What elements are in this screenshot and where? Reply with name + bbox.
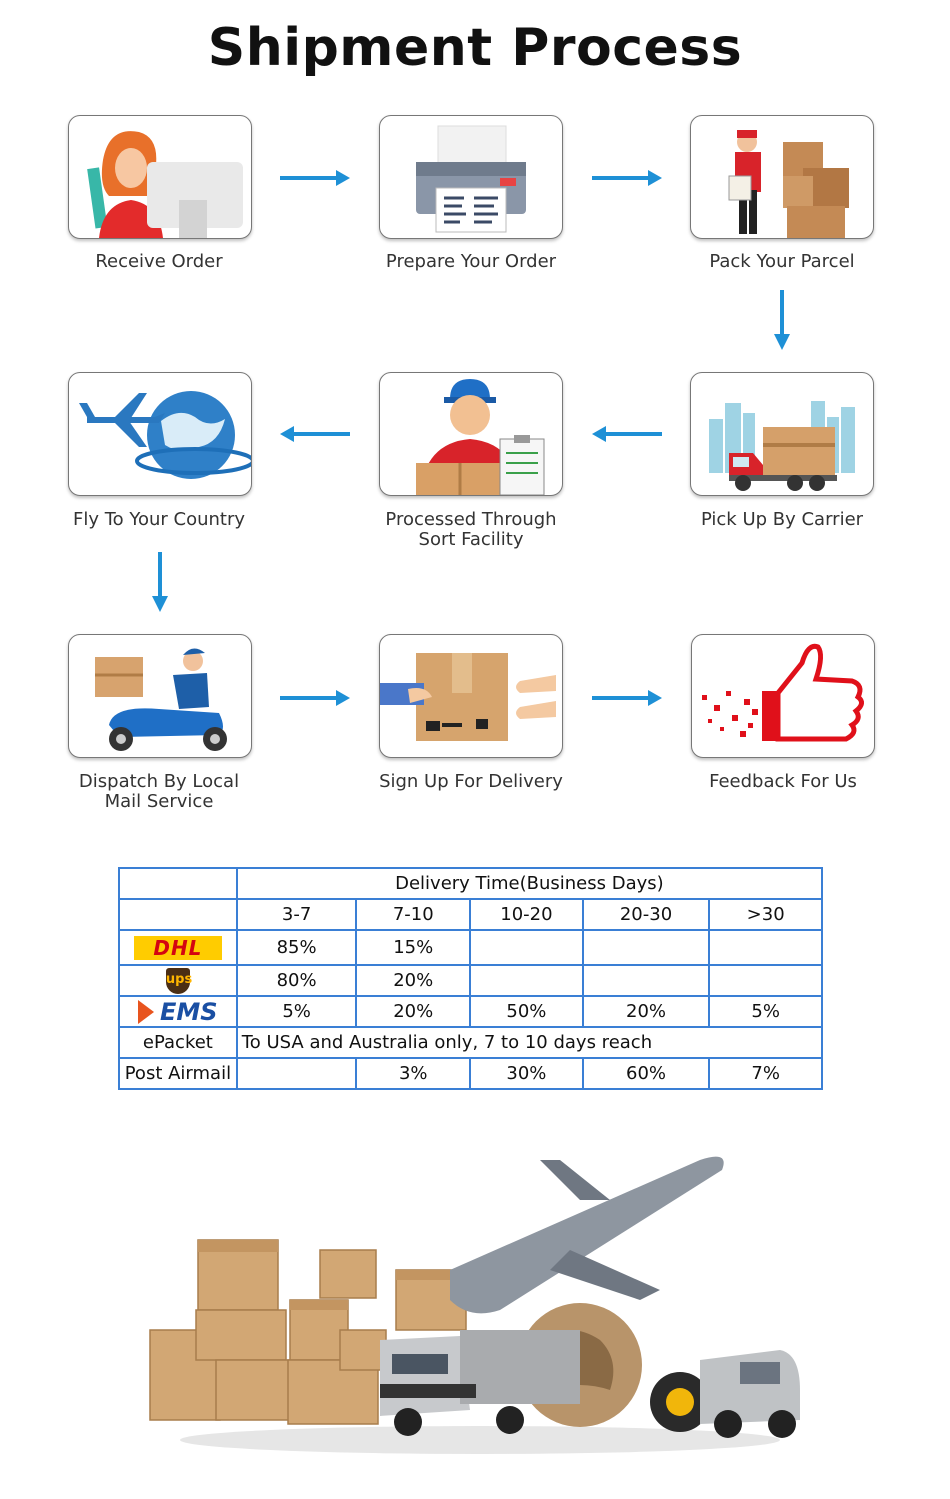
table-row-dhl: DHL 85% 15% xyxy=(118,929,823,966)
dhl-logo-text: DHL xyxy=(134,935,222,960)
table-cell xyxy=(235,1057,358,1090)
table-row-epacket: ePacket To USA and Australia only, 7 to … xyxy=(118,1026,824,1059)
column-header: 3-7 xyxy=(235,898,358,931)
arrow-down-icon xyxy=(774,290,790,350)
arrow-right-icon xyxy=(280,690,350,706)
table-cell: 80% xyxy=(235,964,358,997)
arrow-left-icon xyxy=(592,426,662,442)
ems-arrow-icon xyxy=(138,999,155,1024)
column-header: 7-10 xyxy=(355,898,472,931)
scooter-courier-icon xyxy=(68,634,252,758)
table-row-ups: ups 80% 20% xyxy=(118,964,823,997)
step-label-sort-facility-line1: Processed Through xyxy=(385,509,557,530)
table-header-row: Delivery Time(Business Days) xyxy=(118,867,824,900)
step-label-sort-facility: Processed Through Sort Facility xyxy=(356,510,586,550)
step-label-pack-parcel: Pack Your Parcel xyxy=(709,251,855,272)
table-cell: 15% xyxy=(355,929,472,966)
arrow-right-icon xyxy=(592,690,662,706)
column-header: 10-20 xyxy=(469,898,584,931)
column-header: >30 xyxy=(708,898,823,931)
table-cell xyxy=(469,929,584,966)
table-row-post-airmail: Post Airmail 3% 30% 60% 7% xyxy=(118,1057,823,1090)
carrier-name: Post Airmail xyxy=(118,1057,238,1090)
table-cell: 20% xyxy=(355,995,472,1028)
table-cell xyxy=(581,964,711,997)
column-header: 20-30 xyxy=(581,898,711,931)
step-label-sign-delivery: Sign Up For Delivery xyxy=(379,771,563,792)
sort-facility-worker-icon xyxy=(379,372,563,496)
table-row-ems: EMS 5% 20% 50% 20% 5% xyxy=(118,995,823,1028)
ups-logo-text: ups xyxy=(165,968,192,994)
arrow-left-icon xyxy=(280,426,350,442)
table-cell: 20% xyxy=(581,995,711,1028)
table-cell: 5% xyxy=(708,995,823,1028)
table-cell xyxy=(708,929,823,966)
table-cell xyxy=(118,867,238,900)
airplane-globe-icon xyxy=(68,372,252,496)
table-cell xyxy=(708,964,823,997)
table-cell: 7% xyxy=(708,1057,823,1090)
table-cell: 50% xyxy=(469,995,584,1028)
table-columns-row: 3-7 7-10 10-20 20-30 >30 xyxy=(118,898,823,931)
logistics-illustration xyxy=(149,1156,800,1454)
carrier-name: ePacket xyxy=(118,1026,238,1059)
receive-order-icon xyxy=(68,115,252,239)
step-label-dispatch-local: Dispatch By Local Mail Service xyxy=(44,772,274,812)
ems-logo: EMS xyxy=(118,995,238,1028)
table-cell: 5% xyxy=(235,995,358,1028)
ups-logo: ups xyxy=(118,964,238,997)
truck-city-icon xyxy=(690,372,874,496)
step-label-sort-facility-line2: Sort Facility xyxy=(418,529,524,550)
hands-box-icon xyxy=(379,634,563,758)
step-label-feedback: Feedback For Us xyxy=(709,771,857,792)
step-label-dispatch-local-line1: Dispatch By Local xyxy=(78,771,240,792)
arrow-down-icon xyxy=(152,552,168,612)
arrow-right-icon xyxy=(280,170,350,186)
delivery-time-table: Delivery Time(Business Days) 3-7 7-10 10… xyxy=(118,867,824,1090)
step-label-dispatch-local-line2: Mail Service xyxy=(104,791,214,812)
page-title: Shipment Process xyxy=(207,18,743,78)
table-cell xyxy=(118,898,238,931)
thumbs-up-icon xyxy=(691,634,875,758)
table-cell xyxy=(581,929,711,966)
table-header: Delivery Time(Business Days) xyxy=(235,867,824,900)
step-label-prepare-order: Prepare Your Order xyxy=(385,251,557,272)
table-cell: 60% xyxy=(581,1057,711,1090)
arrow-right-icon xyxy=(592,170,662,186)
printer-icon xyxy=(379,115,563,239)
table-cell: 3% xyxy=(355,1057,472,1090)
table-cell: 20% xyxy=(355,964,472,997)
packing-courier-icon xyxy=(690,115,874,239)
table-cell: 85% xyxy=(235,929,358,966)
step-label-fly-country: Fly To Your Country xyxy=(72,509,246,530)
epacket-note: To USA and Australia only, 7 to 10 days … xyxy=(235,1026,824,1059)
dhl-logo: DHL xyxy=(118,929,238,966)
step-label-receive-order: Receive Order xyxy=(95,251,223,272)
table-cell xyxy=(469,964,584,997)
step-label-pick-up-carrier: Pick Up By Carrier xyxy=(700,509,864,530)
ems-logo-text: EMS xyxy=(159,997,218,1026)
table-cell: 30% xyxy=(469,1057,584,1090)
